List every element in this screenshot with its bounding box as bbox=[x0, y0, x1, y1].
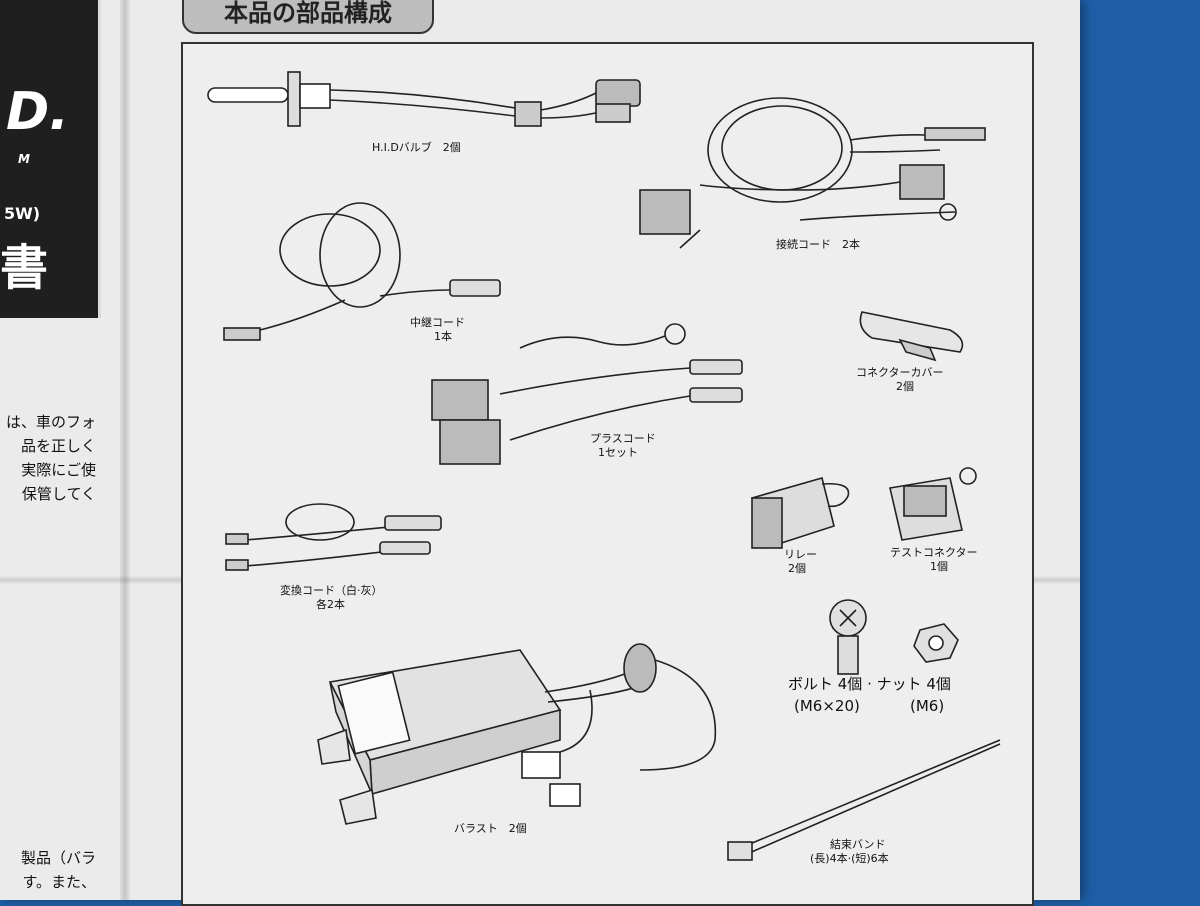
ballast-icon bbox=[317, 643, 717, 825]
label-conversion-cord: 変換コード（白·灰） bbox=[280, 584, 383, 597]
nut-icon bbox=[913, 623, 959, 663]
intro-line-2: 品を正しく bbox=[20, 437, 96, 455]
label-connector-cover-qty: 2個 bbox=[896, 380, 914, 393]
label-plus-cord-qty: 1セット bbox=[598, 446, 638, 459]
label-connection-cord: 接続コード 2本 bbox=[776, 238, 860, 251]
plus-cord-icon bbox=[431, 323, 743, 465]
label-bolt-nut: ボルト 4個 · ナット 4個 bbox=[788, 675, 951, 693]
label-test-connector: テストコネクター bbox=[890, 546, 978, 559]
label-conversion-cord-qty: 各2本 bbox=[316, 598, 345, 611]
label-cable-tie: 結束バンド bbox=[830, 838, 886, 851]
label-cable-tie-qty: (長)4本·(短)6本 bbox=[810, 852, 889, 865]
logo-fragment: D. bbox=[6, 82, 69, 142]
label-relay-qty: 2個 bbox=[788, 562, 806, 575]
connection-cord-icon bbox=[639, 97, 986, 249]
intro-line-3: 実際にご使 bbox=[21, 461, 96, 479]
hid-bulb-icon bbox=[207, 71, 641, 127]
label-nut-spec: (M6) bbox=[910, 697, 945, 715]
intermediate-cord-icon bbox=[223, 202, 501, 341]
conversion-cord-icon bbox=[225, 503, 442, 571]
section-title: 本品の部品構成 bbox=[182, 0, 434, 34]
bolt-icon bbox=[829, 599, 867, 675]
manual-page: D. M 5W) 書 は、車のフォ 品を正しく 実際にご使 保管してく 製品（バ… bbox=[0, 0, 1080, 906]
label-hid-bulb: H.I.Dバルブ 2個 bbox=[372, 141, 461, 154]
connector-cover-icon bbox=[859, 311, 964, 362]
test-connector-icon bbox=[889, 467, 977, 541]
label-intermediate-cord: 中継コード bbox=[410, 316, 465, 329]
label-test-connector-qty: 1個 bbox=[930, 560, 948, 573]
intro-line-4: 保管してく bbox=[21, 485, 96, 503]
logo-subtitle: M bbox=[18, 152, 30, 166]
label-plus-cord: プラスコード bbox=[590, 432, 656, 445]
intro-line-1: は、車のフォ bbox=[5, 413, 96, 431]
cable-tie-icon bbox=[727, 739, 1001, 861]
label-connector-cover: コネクターカバー bbox=[856, 366, 944, 379]
parts-illustrations bbox=[207, 71, 1001, 861]
label-bolt-spec: (M6×20) bbox=[794, 697, 860, 715]
footer-line-1: 製品（バラ bbox=[20, 849, 96, 867]
title-panel: D. M 5W) 書 bbox=[0, 0, 101, 318]
footer-line-2: す。また、 bbox=[22, 873, 96, 891]
wattage-fragment: 5W) bbox=[4, 204, 41, 223]
paper-fold-vertical bbox=[120, 0, 130, 900]
label-relay: リレー bbox=[784, 548, 817, 561]
doc-title-fragment: 書 bbox=[0, 240, 49, 296]
label-ballast: バラスト 2個 bbox=[454, 822, 527, 835]
label-intermediate-cord-qty: 1本 bbox=[434, 330, 452, 343]
relay-icon bbox=[751, 477, 850, 550]
